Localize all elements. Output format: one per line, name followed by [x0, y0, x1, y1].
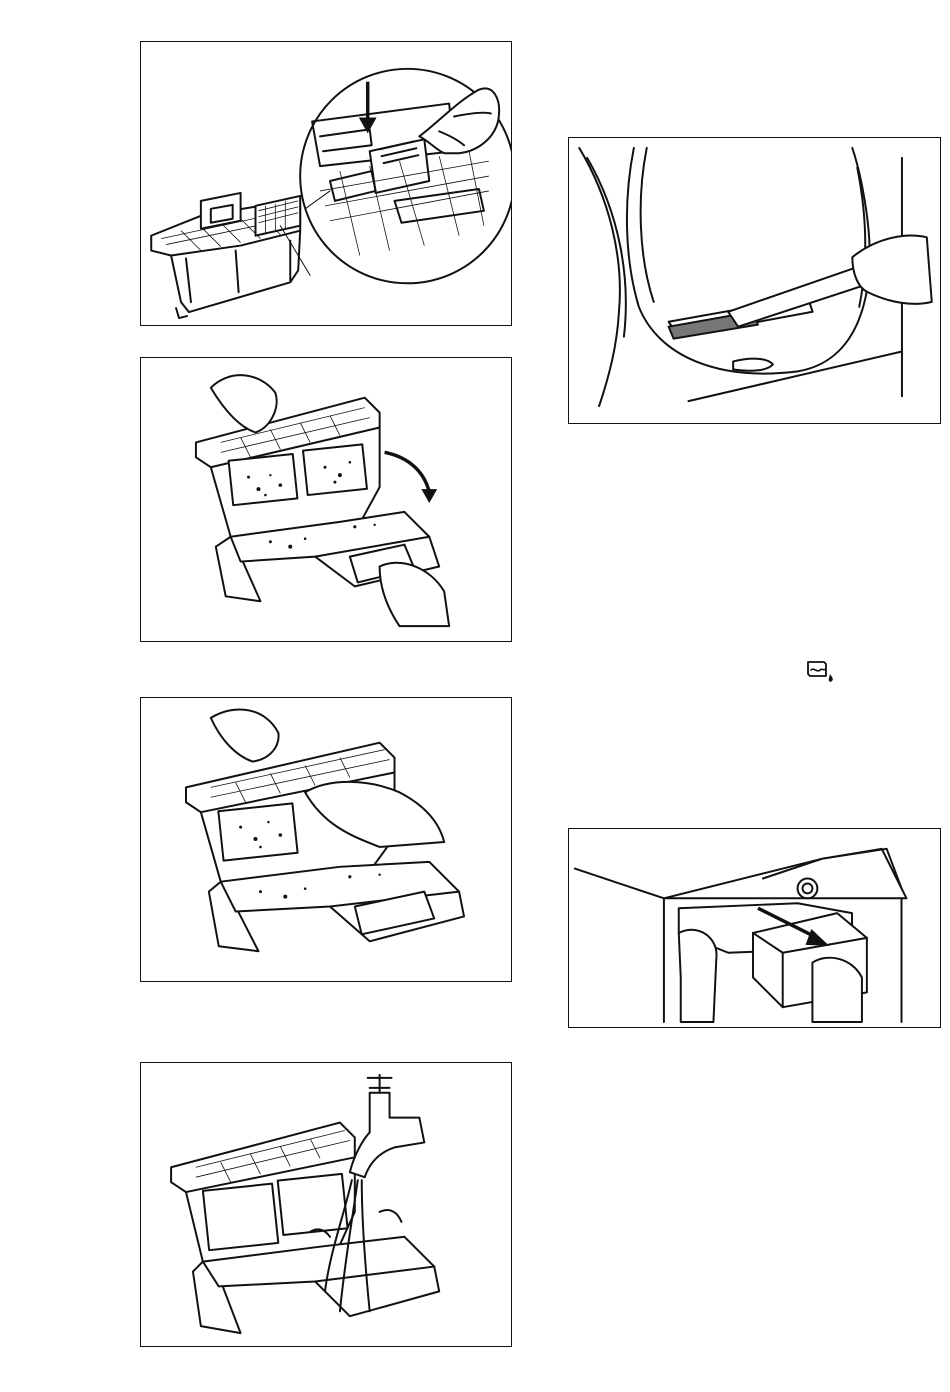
figure-filter-clean-by-hand	[140, 697, 512, 982]
figure-water-container-remove	[568, 828, 941, 1028]
figure-filter-rinse-under-tap	[140, 1062, 512, 1347]
door-seal-vacuum-illustration	[569, 138, 940, 423]
figure-door-seal-vacuum	[568, 137, 941, 424]
figure-filter-release	[140, 41, 512, 326]
figure-filter-open	[140, 357, 512, 642]
water-container-remove-illustration	[569, 829, 940, 1027]
filter-open-illustration	[141, 358, 511, 641]
filter-release-illustration	[141, 42, 511, 325]
filter-rinse-under-tap-illustration	[141, 1063, 511, 1346]
water-container-empty-icon	[802, 656, 838, 686]
filter-clean-by-hand-illustration	[141, 698, 511, 981]
